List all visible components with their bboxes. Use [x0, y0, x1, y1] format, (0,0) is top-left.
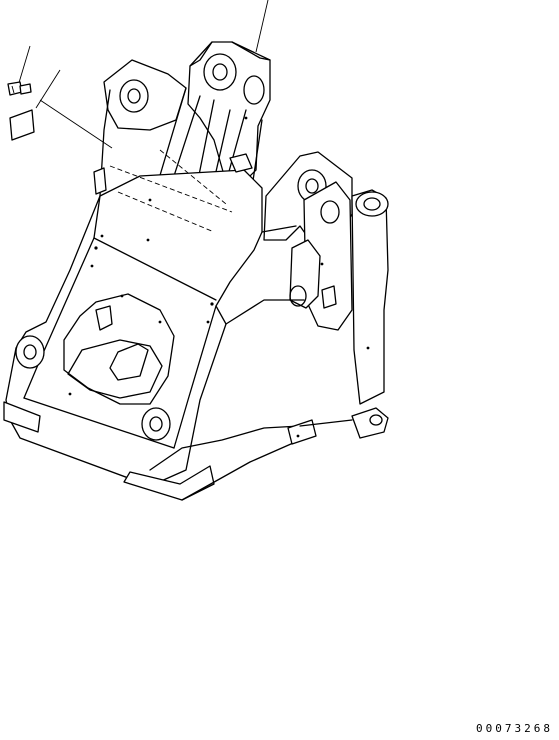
drawing-part-number: 00073268 [476, 722, 553, 735]
leader-lines [17, 0, 269, 149]
leader-line-frame [255, 0, 269, 53]
rivet-dots [68, 116, 370, 396]
plate-part [9, 109, 35, 141]
leader-line-plate-to-frame [39, 99, 113, 149]
bolt-part [7, 81, 32, 96]
leader-line-plate [35, 69, 61, 109]
front-frame [3, 41, 389, 501]
leader-line-bolt [17, 45, 31, 87]
